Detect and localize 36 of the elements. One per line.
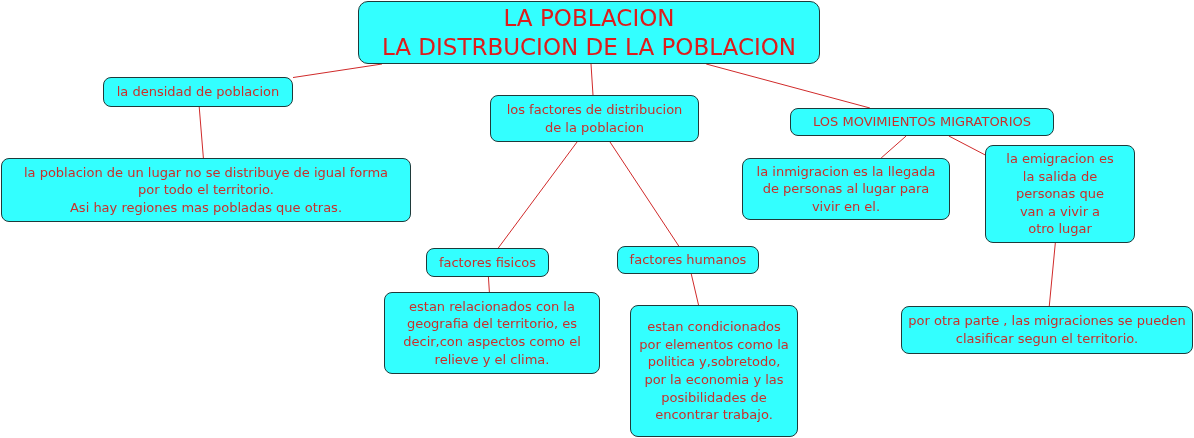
- connector-line: [487, 276, 490, 293]
- concept-text: la densidad de poblacion: [116, 83, 280, 101]
- concept-box: [384, 292, 600, 374]
- concept-box: [490, 95, 699, 142]
- concept-text: factores fisicos: [438, 253, 537, 272]
- concept-text: LOS MOVIMIENTOS MIGRATORIOS: [813, 113, 1031, 131]
- concept-box: [742, 158, 950, 220]
- concept-box: [630, 305, 798, 437]
- connector-line: [497, 141, 578, 249]
- title-box: [358, 1, 820, 64]
- connector-line: [880, 135, 907, 159]
- concept-text: estan condicionados por elementos como la politica y,sobretodo, por la economia y las posibilidades de encontrar trabajo.: [639, 318, 789, 424]
- concept-box: [985, 145, 1135, 243]
- concept-text: la inmigracion es la llegada de personas al lugar para vivir en el.: [755, 162, 937, 216]
- connector-line: [590, 63, 594, 96]
- connector-line: [198, 106, 204, 159]
- title-text: LA POBLACION: [503, 4, 675, 33]
- connector-line: [705, 63, 871, 109]
- concept-box: [426, 248, 549, 277]
- concept-text: por otra parte , las migraciones se pueden clasificar segun el territorio.: [908, 312, 1186, 348]
- connector-line: [609, 141, 680, 247]
- concept-text: factores humanos: [629, 251, 747, 269]
- concept-text: estan relacionados con la geografia del territorio, es decir,con aspectos como el relieve y el clima.: [402, 297, 582, 369]
- connector-line: [1048, 242, 1056, 307]
- concept-box: [617, 246, 759, 274]
- concept-text: Asi hay regiones mas pobladas que otras.: [69, 198, 342, 217]
- concept-text: la poblacion de un lugar no se distribuye de igual forma por todo el territorio.: [22, 163, 390, 199]
- concept-box: [790, 108, 1054, 136]
- subtitle-text: LA DISTRBUCION DE LA POBLACION: [381, 32, 797, 61]
- concept-text: los factores de distribucion de la poblacion: [505, 100, 684, 137]
- concept-text: la emigracion es la salida de personas que van a vivir a otro lugar: [1006, 150, 1114, 238]
- connector-line: [690, 273, 700, 306]
- concept-box: [103, 77, 293, 107]
- concept-box: [901, 306, 1193, 354]
- connector-line: [948, 135, 986, 156]
- concept-box: [1, 158, 411, 222]
